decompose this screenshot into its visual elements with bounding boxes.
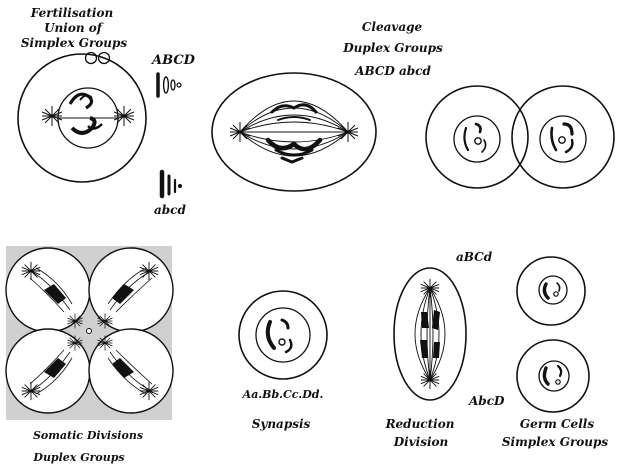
label-duplex-groups-bottom: Duplex Groups	[33, 452, 124, 463]
synapsis-cell	[239, 291, 327, 379]
label-simplex-groups-top: Simplex Groups	[21, 37, 127, 49]
label-somatic-divisions: Somatic Divisions	[33, 430, 143, 441]
label-abcd-reduction-top: aBCd	[456, 251, 492, 263]
label-abcd-reduction-bottom: AbcD	[469, 395, 504, 407]
label-division: Division	[394, 436, 449, 448]
two-cell-stage	[426, 86, 614, 188]
germ-cell-upper	[517, 257, 585, 325]
somatic-divisions-figure	[6, 246, 173, 420]
fertilisation-cell	[18, 54, 146, 182]
label-abcd-both: ABCD abcd	[355, 65, 431, 77]
label-abcd-upper: ABCD	[152, 54, 195, 67]
chromosome-group-upper	[158, 74, 181, 96]
cleavage-cell	[212, 73, 376, 191]
label-germ-cells: Germ Cells	[520, 418, 594, 430]
label-simplex-groups-bottom: Simplex Groups	[502, 436, 608, 448]
label-union-of: Union of	[44, 22, 102, 34]
label-synapsis-pairs: Aa.Bb.Cc.Dd.	[243, 389, 324, 400]
label-reduction: Reduction	[386, 418, 455, 430]
chromosome-group-lower	[162, 172, 182, 196]
germ-cell-lower	[517, 340, 589, 412]
label-synapsis: Synapsis	[252, 418, 311, 430]
label-fertilisation: Fertilisation	[31, 7, 113, 19]
label-cleavage: Cleavage	[362, 21, 422, 33]
label-duplex-groups-top: Duplex Groups	[343, 42, 443, 54]
label-abcd-lower: abcd	[154, 204, 186, 216]
reduction-division-cell	[394, 268, 466, 400]
